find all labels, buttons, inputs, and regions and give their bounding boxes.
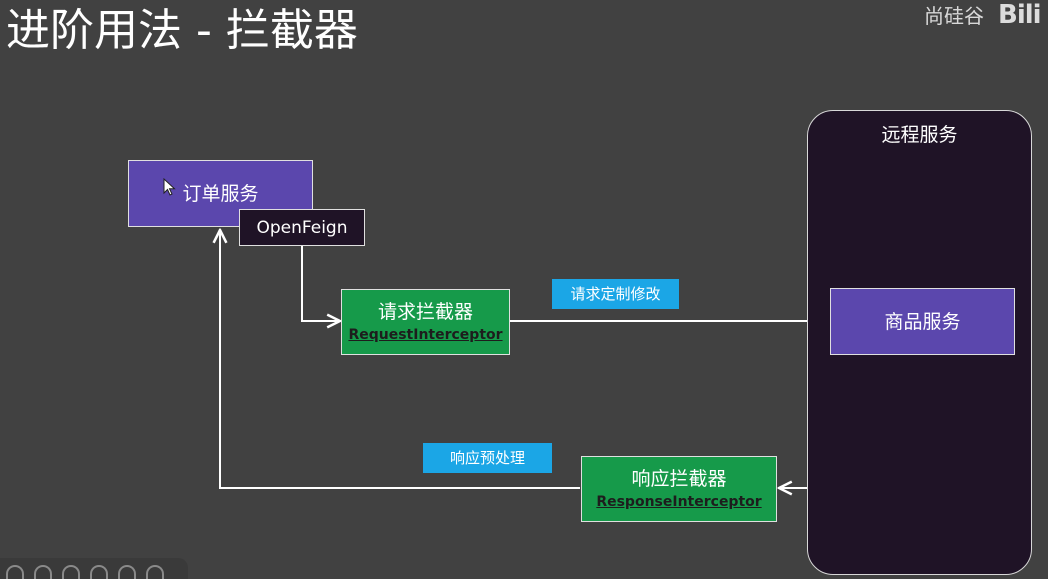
pen-icon[interactable] [34, 565, 52, 579]
product-service-label: 商品服务 [884, 310, 961, 333]
mouse-cursor-icon [163, 178, 176, 196]
zoom-icon[interactable] [62, 565, 80, 579]
back-icon[interactable] [146, 565, 164, 579]
slide-title: 进阶用法 - 拦截器 [6, 5, 358, 56]
order-service-label: 订单服务 [182, 182, 259, 205]
request-note-label: 请求定制修改 [570, 285, 661, 303]
openfeign-box: OpenFeign [239, 209, 365, 246]
response-note-label: 响应预处理 [449, 449, 525, 467]
bilibili-badge: Bili [998, 0, 1042, 30]
request-interceptor-box: 请求拦截器 RequestInterceptor [341, 289, 510, 355]
response-interceptor-title: 响应拦截器 [631, 468, 727, 490]
arrow-response-to-order [220, 230, 580, 489]
arrow-openfeign-to-request [301, 245, 340, 321]
request-interceptor-subtitle: RequestInterceptor [348, 327, 503, 343]
product-service-box: 商品服务 [830, 288, 1015, 355]
request-note-tag: 请求定制修改 [552, 279, 679, 309]
response-interceptor-subtitle: ResponseInterceptor [596, 494, 762, 510]
slides-icon[interactable] [90, 565, 108, 579]
response-interceptor-box: 响应拦截器 ResponseInterceptor [581, 456, 777, 522]
response-note-tag: 响应预处理 [423, 443, 552, 473]
request-interceptor-title: 请求拦截器 [377, 301, 473, 323]
play-icon[interactable] [6, 565, 24, 579]
presentation-toolbar [0, 558, 188, 579]
remote-service-label: 远程服务 [881, 124, 958, 146]
openfeign-label: OpenFeign [256, 217, 348, 238]
more-icon[interactable] [118, 565, 136, 579]
watermark-logo: 尚硅谷 [924, 4, 984, 28]
